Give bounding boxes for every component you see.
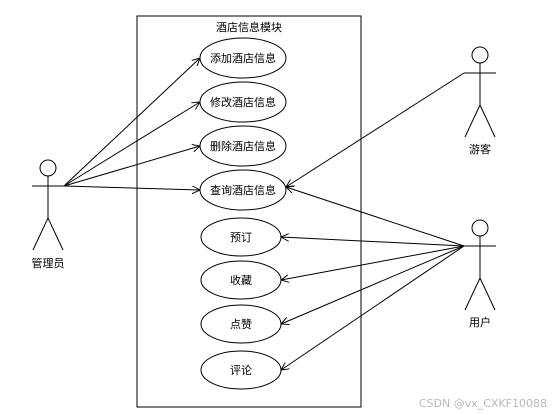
use-case-label: 删除酒店信息 [210, 139, 276, 153]
use-case-fav: 收藏 [200, 260, 282, 300]
actor-label: 游客 [469, 142, 491, 156]
use-case-label: 添加酒店信息 [210, 51, 276, 65]
association-tourist-query [286, 72, 465, 187]
use-case-delete: 删除酒店信息 [199, 125, 287, 167]
use-case-label: 点赞 [230, 318, 252, 331]
watermark: CSDN @vx_CXKF10088 [419, 397, 547, 410]
use-case-query: 查询酒店信息 [199, 169, 287, 211]
stick-figure-icon [464, 46, 496, 138]
stick-figure-icon [464, 219, 496, 311]
use-case-label: 预订 [230, 231, 252, 244]
association-user-query [286, 187, 465, 247]
actor-tourist: 游客 [464, 46, 496, 156]
associations [63, 58, 465, 370]
association-admin-add [63, 58, 200, 187]
association-user-like [281, 245, 465, 324]
use-case-label: 修改酒店信息 [210, 95, 276, 109]
actor-user: 用户 [464, 219, 496, 329]
actor-label: 管理员 [32, 256, 65, 270]
use-case-label: 查询酒店信息 [210, 183, 276, 197]
association-admin-query [63, 185, 200, 190]
use-case-edit: 修改酒店信息 [199, 81, 287, 123]
actor-label: 用户 [469, 315, 491, 329]
association-admin-delete [63, 146, 200, 187]
association-user-comment [281, 245, 465, 370]
use-case-book: 预订 [200, 217, 282, 257]
use-case-like: 点赞 [200, 304, 282, 344]
use-case-comment: 评论 [200, 350, 282, 390]
use-case-add: 添加酒店信息 [199, 37, 287, 79]
stick-figure-icon [32, 159, 64, 251]
use-case-label: 评论 [230, 363, 252, 377]
association-user-book [281, 237, 465, 247]
use-case-label: 收藏 [230, 273, 252, 287]
system-title: 酒店信息模块 [216, 20, 282, 34]
association-user-fav [281, 245, 465, 280]
actor-admin: 管理员 [32, 159, 65, 270]
association-admin-edit [63, 102, 200, 187]
